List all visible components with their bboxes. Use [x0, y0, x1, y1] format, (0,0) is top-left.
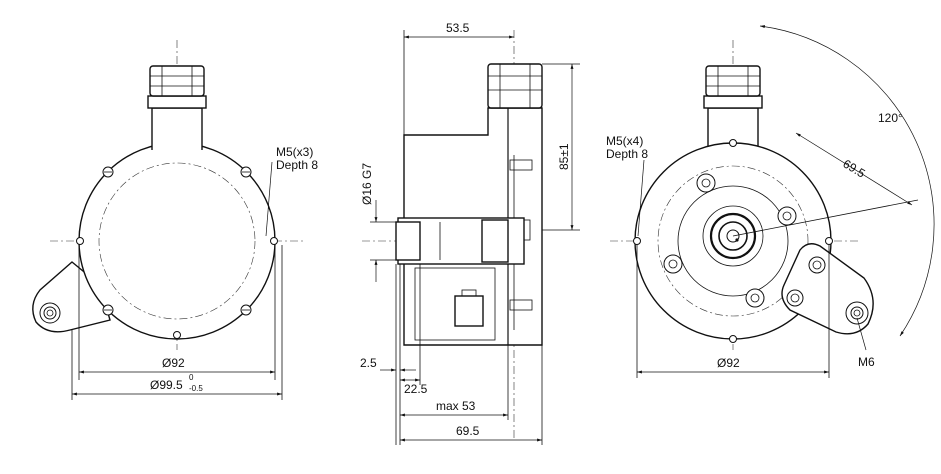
mid-height-label: 85±1: [557, 143, 571, 170]
left-d92-label: Ø92: [162, 356, 185, 370]
middle-view: 53.5 85±1 Ø16 G7 2.5 22.5 max 53 69.5: [360, 21, 580, 445]
left-d995-label: Ø99.5: [150, 378, 183, 392]
mid-width-label: 53.5: [446, 21, 470, 35]
mid-max53-label: max 53: [436, 399, 476, 413]
left-tol-lower: -0.5: [189, 384, 203, 393]
mid-695-label: 69.5: [456, 424, 480, 438]
right-view: M5(x4) Depth 8 120° 69.5 Ø92 M6: [606, 25, 935, 378]
right-depth-label: Depth 8: [606, 147, 648, 161]
left-view: M5(x3) Depth 8 Ø92 Ø99.5 0 -0.5: [32, 40, 318, 400]
mid-225-label: 22.5: [404, 382, 428, 396]
left-tol-upper: 0: [189, 373, 194, 382]
right-radius-label: 69.5: [840, 157, 868, 181]
right-angle-label: 120°: [878, 111, 903, 125]
mid-25-label: 2.5: [360, 356, 377, 370]
mid-shaft-label: Ø16 G7: [360, 163, 374, 205]
right-m6-label: M6: [858, 355, 875, 369]
left-depth-label: Depth 8: [276, 158, 318, 172]
tap-holes: [76, 166, 278, 339]
left-tap-label: M5(x3): [276, 145, 313, 159]
cable-gland: [487, 63, 543, 109]
right-d92-label: Ø92: [717, 356, 740, 370]
right-tap-label: M5(x4): [606, 134, 643, 148]
